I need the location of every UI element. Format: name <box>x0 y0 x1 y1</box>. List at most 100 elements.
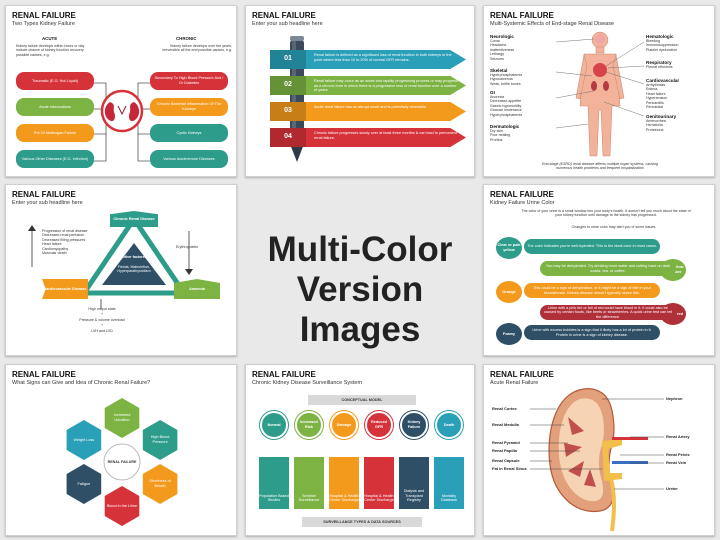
row-number: 04 <box>270 128 306 147</box>
anatomy-label: Ureter <box>666 486 678 491</box>
organ-system-item: Weak, brittle bones <box>490 81 521 86</box>
slide-subtitle: What Signs can Give and Idea of Chronic … <box>12 380 151 386</box>
sign-hexagon <box>104 398 140 438</box>
stage-circle: Increased Risk <box>295 411 323 439</box>
sign-label: Blood in the Urine <box>106 503 138 508</box>
slide-title: RENAL FAILURE <box>12 370 76 379</box>
row-text: Renal failure is defined as a significan… <box>314 53 452 62</box>
anatomy-label: Renal Artery <box>666 434 690 439</box>
slide-5-thumbnail[interactable]: RENAL FAILURE Kidney Failure Urine Color… <box>483 184 715 356</box>
figure-caption: End-stage (ESRD) renal disease affects m… <box>542 162 658 171</box>
urine-color-tag: Orange <box>496 281 522 303</box>
wheel-center-circle <box>103 443 141 481</box>
sign-hexagon <box>142 420 178 460</box>
urine-color-description: This could be a sign of dehydration, or … <box>524 283 660 298</box>
organ-system-item: Hyperphosphatemia <box>490 112 523 117</box>
center-heading-line2: Version Images <box>296 270 424 349</box>
row-text: Chronic failure progresses slowly over a… <box>314 131 458 140</box>
organ-system-item: Hyperphosphatemia <box>490 73 523 77</box>
slide-title: RENAL FAILURE <box>252 370 316 379</box>
slide-1-thumbnail[interactable]: RENAL FAILURE Two Types Kidney Failure A… <box>5 5 237 177</box>
organ-system-heading: Respiratory <box>646 60 672 65</box>
row-number: 02 <box>270 76 306 95</box>
sign-label: Shortness of Breath <box>149 479 171 488</box>
organ-system-item: Pleural effusions <box>646 65 673 69</box>
kidney-cross-section <box>530 388 664 532</box>
sign-label: Weight Loss <box>73 437 95 442</box>
organ-system-heading: Cardiovascular <box>646 78 680 83</box>
cardiovascular-disease-box: Cardiovascular Disease <box>42 279 88 299</box>
stage-circle: Kidney Failure <box>400 411 428 439</box>
urine-color-description: Urine with a pink tint or full of red co… <box>540 305 676 320</box>
organ-system-item: Platelet dysfunction <box>646 47 678 52</box>
slide-title: RENAL FAILURE <box>252 11 316 20</box>
organ-system-item: Coma <box>490 39 500 43</box>
data-source-box: Mortality Database <box>434 457 464 509</box>
organ-system-heading: Skeletal <box>490 68 508 73</box>
erythropoietin-label: Erythropoietin <box>176 245 199 249</box>
other-factors-heading: Other factors: <box>122 255 146 259</box>
surveillance-banner: SURVEILLANCE TYPES & DATA SOURCES <box>302 517 422 527</box>
kidney-diagram <box>94 82 150 162</box>
slide-subtitle: Chronic Kidney Disease Surveillance Syst… <box>252 380 363 386</box>
organ-system-item: Anorexia <box>490 95 505 99</box>
data-source-box: Hospital & Health Center Discharge <box>329 457 359 509</box>
organ-system-item: Edema <box>646 87 658 92</box>
slide-6-thumbnail[interactable]: RENAL FAILURE What Signs can Give and Id… <box>5 364 237 536</box>
organ-system-item: Hypertension <box>646 96 668 101</box>
slide-3-thumbnail[interactable]: RENAL FAILURE Multi-Systemic Effects of … <box>483 5 715 177</box>
slide-7-thumbnail[interactable]: RENAL FAILURE Chronic Kidney Disease Sur… <box>245 364 475 536</box>
acute-description: Kidney failure develops within hours or … <box>16 44 85 57</box>
organ-system-item: Pruritus <box>490 137 503 142</box>
slide-title: RENAL FAILURE <box>12 190 76 199</box>
slide-2-thumbnail[interactable]: RENAL FAILURE Enter your sub headline he… <box>245 5 475 177</box>
organ-system-item: Poor healing <box>490 133 511 138</box>
sign-label: High Blood Pressure <box>150 435 170 444</box>
sign-hexagon <box>142 464 178 504</box>
urine-color-description: You may be dehydrated. Try drinking more… <box>540 261 676 276</box>
slide-title: RENAL FAILURE <box>490 190 554 199</box>
outcome-line: High output state <box>88 307 116 311</box>
urine-changes-note: Changes to urine color may alert you of … <box>571 225 657 229</box>
other-factors-body: Fistula, Malnutrition, Hyperparathyroidi… <box>117 265 151 274</box>
slide-8-thumbnail[interactable]: RENAL FAILURE Acute Renal Failure Renal <box>483 364 715 536</box>
urine-color-tag: Foamy <box>496 323 522 345</box>
slide-title: RENAL FAILURE <box>12 11 76 20</box>
organ-system-item: Immunosuppression <box>646 43 679 48</box>
renal-failure-center: RENAL FAILURE <box>107 459 137 464</box>
urine-intro: The color of your urine is a small windo… <box>521 209 691 218</box>
slide-subtitle: Enter your sub headline here <box>12 200 83 206</box>
anatomy-label: Renal Papilla <box>492 448 517 453</box>
anatomy-label: Renal Cortex <box>492 406 517 411</box>
urine-color-description: Urine with excess bubbles is a sign that… <box>524 325 660 340</box>
stage-circle: Reduced GFR <box>365 411 393 439</box>
acute-cause-item: Various Other Diseases (E.G. Infection) <box>16 150 94 168</box>
organ-system-heading: Neurologic <box>490 34 514 39</box>
acute-cause-item: Acute Intoxications <box>16 98 94 116</box>
slide-subtitle: Enter your sub headline here <box>252 21 323 27</box>
row-text: Acute renal failure has an abrupt onset … <box>314 105 428 109</box>
organ-system-item: Hypocalcemia <box>490 77 513 82</box>
anatomy-label: Fat in Renal Sinus <box>492 466 527 471</box>
organ-system-item: Arrhythmias <box>646 83 666 87</box>
organ-system-item: Hematuria <box>646 123 663 128</box>
chronic-cause-item: Various Autoimmune Diseases <box>150 150 228 168</box>
anatomy-label: Renal Capsule <box>492 458 520 463</box>
center-heading-line1: Multi-Color <box>267 230 453 269</box>
chronic-label: CHRONIC <box>176 36 197 41</box>
organ-system-item: Dry skin <box>490 129 503 133</box>
organ-system-item: Pericarditis <box>646 100 664 105</box>
data-source-box: Sentinel Surveillance <box>294 457 324 509</box>
slide-4-thumbnail[interactable]: RENAL FAILURE Enter your sub headline he… <box>5 184 237 356</box>
acute-cause-item: Traumatic (E.G. Hot Liquid) <box>16 72 94 90</box>
organ-system-item: Bleeding <box>646 39 660 43</box>
chronic-cause-item: Chronic Bacterial Inflammation Of The Ki… <box>150 98 228 116</box>
organ-system-heading: Hematologic <box>646 34 674 39</box>
